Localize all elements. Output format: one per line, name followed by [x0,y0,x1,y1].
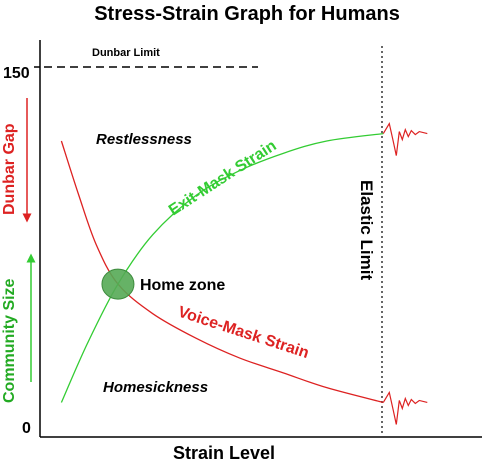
dunbar-gap-label: Dunbar Gap [1,123,18,215]
series-label-exit-mask-strain: Exit-Mask Strain [166,137,280,219]
snap-squiggle-top [382,122,428,156]
community-size-label: Community Size [1,278,18,403]
y-tick-label-0: 0 [22,420,31,437]
series-label-voice-mask-strain: Voice-Mask Strain [176,304,311,362]
series-line-voice-mask-strain [60,140,384,404]
region-label-homesickness: Homesickness [103,379,208,396]
region-label-restlessness: Restlessness [96,131,192,148]
series-line-exit-mask-strain [60,132,384,403]
chart-title: Stress-Strain Graph for Humans [94,3,400,25]
x-axis-title: Strain Level [173,443,275,463]
snap-squiggle-bottom [382,390,428,425]
y-tick-label-150: 150 [3,65,30,82]
home-zone-label: Home zone [140,277,225,294]
elastic-limit-label: Elastic Limit [357,180,376,280]
home-zone-marker [101,268,135,300]
dunbar-limit-label: Dunbar Limit [92,47,160,59]
